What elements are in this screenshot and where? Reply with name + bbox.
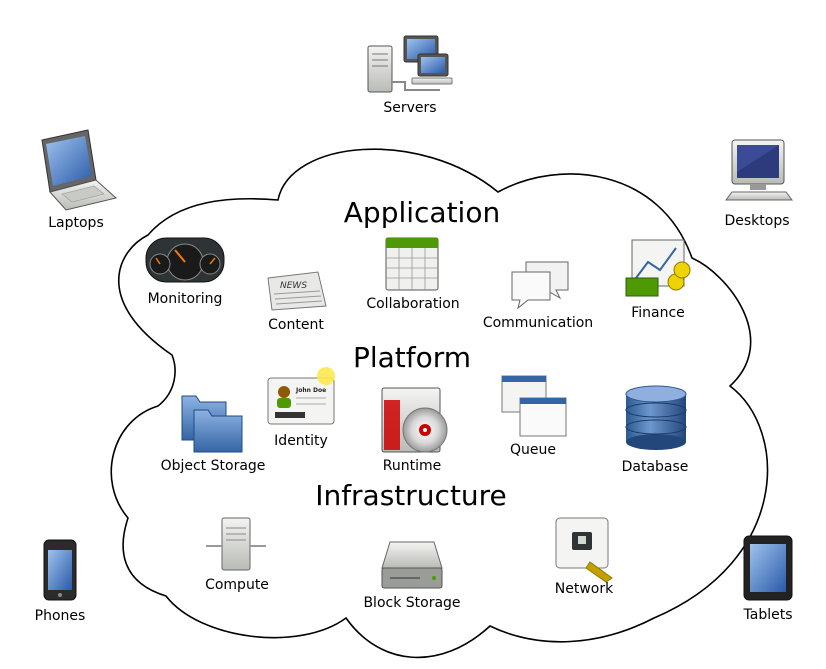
desktops-node: Desktops (724, 139, 793, 229)
money-chart-icon (625, 239, 691, 297)
monitoring-node: Monitoring (145, 237, 225, 307)
database-label: Database (622, 459, 689, 475)
servers-node: Servers (367, 35, 453, 116)
queue-node: Queue (501, 375, 567, 458)
compute-node: Compute (205, 517, 269, 593)
calendar-icon (385, 237, 439, 291)
section-platform: Platform (353, 341, 471, 374)
servers-icon (367, 35, 453, 93)
finance-node: Finance (625, 239, 691, 321)
content-label: Content (268, 317, 324, 333)
servers-label: Servers (383, 100, 436, 116)
phones-node: Phones (35, 539, 86, 624)
section-application: Application (344, 196, 500, 229)
block-storage-label: Block Storage (363, 595, 460, 611)
server-tower-icon (206, 517, 266, 571)
id-card-icon: John Doe (267, 367, 335, 425)
runtime-node: Runtime (381, 387, 448, 474)
object-storage-node: Object Storage (161, 395, 266, 474)
runtime-label: Runtime (383, 458, 441, 474)
tablets-label: Tablets (743, 607, 793, 623)
section-infrastructure: Infrastructure (315, 479, 507, 512)
database-icon (625, 385, 687, 450)
object-storage-label: Object Storage (161, 458, 266, 474)
tablets-node: Tablets (743, 535, 793, 623)
windows-icon (501, 375, 567, 437)
newspaper-icon: NEWS (267, 271, 327, 311)
network-node: Network (555, 517, 614, 597)
block-storage-node: Block Storage (363, 541, 461, 611)
svg-text:John Doe: John Doe (295, 387, 326, 394)
collaboration-node: Collaboration (366, 237, 460, 312)
phone-icon (43, 539, 77, 601)
collaboration-label: Collaboration (366, 296, 459, 312)
desktop-icon (725, 139, 793, 201)
tablet-icon (743, 535, 793, 601)
folders-icon (181, 395, 243, 453)
disc-drive-icon (381, 387, 448, 453)
svg-text:NEWS: NEWS (280, 281, 307, 291)
communication-label: Communication (483, 315, 593, 331)
network-jack-icon (555, 517, 613, 583)
queue-label: Queue (510, 442, 556, 458)
content-node: NEWS Content (267, 271, 327, 333)
finance-label: Finance (631, 305, 685, 321)
speech-bubbles-icon (511, 261, 569, 310)
network-label: Network (555, 581, 614, 597)
laptops-label: Laptops (48, 215, 104, 231)
desktops-label: Desktops (724, 213, 789, 229)
identity-label: Identity (274, 433, 328, 449)
laptop-icon (41, 129, 118, 211)
identity-node: John Doe Identity (267, 367, 335, 449)
communication-node: Communication (483, 261, 593, 331)
hard-drive-icon (381, 541, 443, 589)
monitoring-label: Monitoring (148, 291, 223, 307)
database-node: Database (622, 385, 689, 475)
laptops-node: Laptops (41, 129, 118, 231)
gauge-icon (145, 237, 225, 283)
compute-label: Compute (205, 577, 269, 593)
phones-label: Phones (35, 608, 86, 624)
